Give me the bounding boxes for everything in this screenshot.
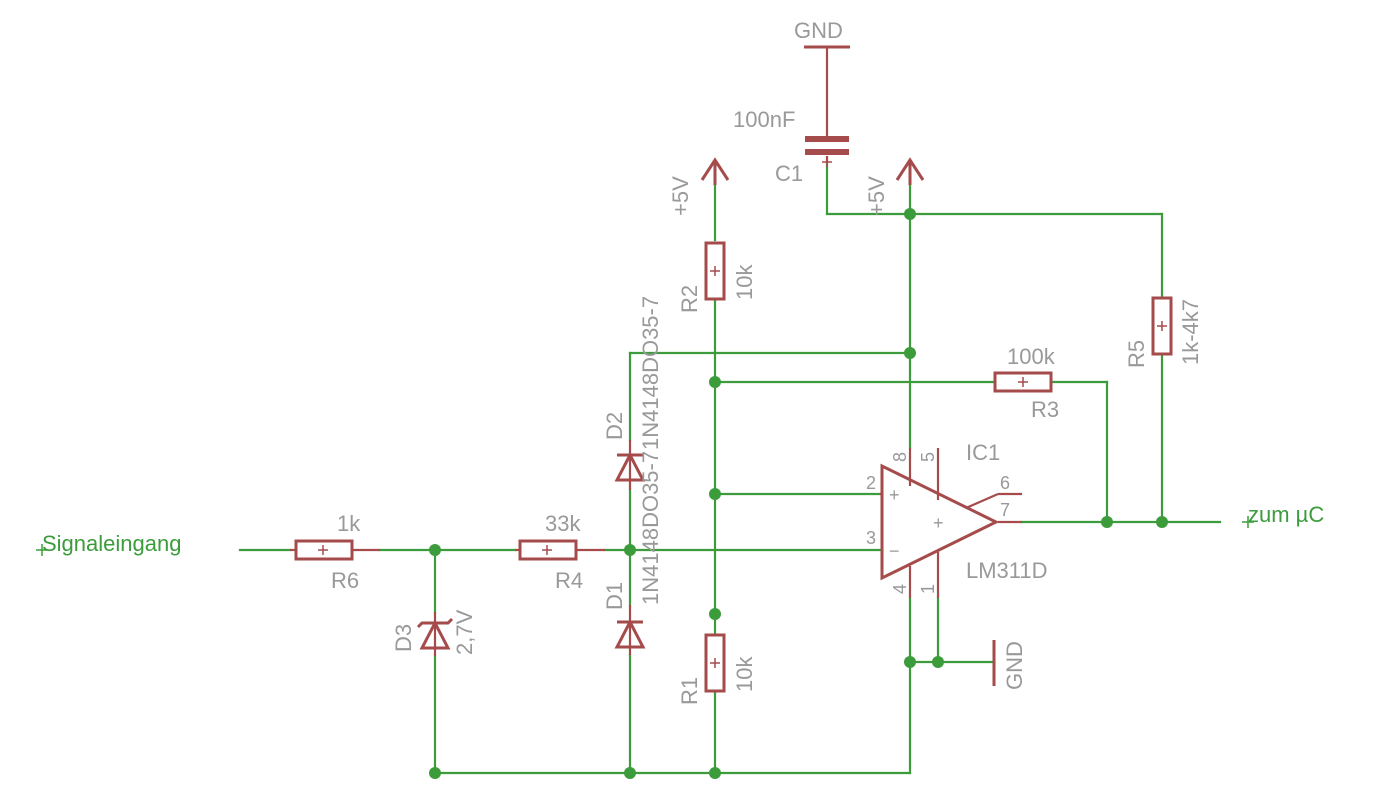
net-input: Signaleingang — [36, 531, 181, 556]
r1-value: 10k — [732, 656, 757, 692]
r2-name: R2 — [677, 285, 702, 313]
r5-name: R5 — [1124, 340, 1149, 368]
d1-value: 1N4148DO35-7 — [638, 451, 663, 605]
capacitor-plate — [805, 136, 849, 142]
diode-d2: D2 1N4148DO35-7 — [602, 296, 663, 490]
pin-number-8: 8 — [890, 452, 910, 462]
r6-value: 1k — [337, 511, 361, 536]
gnd-top: GND — [794, 18, 850, 76]
pin-number-3: 3 — [866, 528, 876, 548]
diode-body — [614, 618, 646, 649]
gnd-top-label: GND — [794, 18, 843, 43]
resistor-body — [294, 539, 354, 561]
comparator-ic1: + − + 2 3 8 5 4 1 6 7 IC1 LM311D — [866, 440, 1048, 598]
pin-6-lead — [965, 492, 999, 510]
junction-dot — [1156, 516, 1168, 528]
junction-dot — [709, 767, 721, 779]
r2-value: 10k — [732, 264, 757, 300]
resistor-r4: 33k R4 — [515, 511, 605, 593]
r3-value: 100k — [1007, 344, 1056, 369]
output-net-label: zum µC — [1248, 502, 1324, 527]
junction-dot — [709, 608, 721, 620]
noninverting-sign: + — [889, 485, 900, 505]
r6-name: R6 — [331, 568, 359, 593]
r5-value: 1k-4k7 — [1178, 299, 1203, 365]
resistor-body — [704, 633, 726, 693]
c1-value: 100nF — [733, 107, 795, 132]
d1-name: D1 — [602, 582, 627, 610]
pin-number-6: 6 — [1000, 473, 1010, 493]
junction-dot — [1101, 516, 1113, 528]
d2-name: D2 — [602, 412, 627, 440]
resistor-r3: 100k R3 — [993, 344, 1059, 422]
junction-dot — [429, 767, 441, 779]
junctions — [429, 208, 1168, 779]
ic1-name: IC1 — [966, 440, 1000, 465]
junction-dot — [624, 544, 636, 556]
inverting-sign: − — [889, 541, 900, 561]
resistor-body — [704, 241, 726, 301]
vcc-left: +5V — [668, 157, 730, 216]
junction-dot — [624, 767, 636, 779]
vcc-right: +5V — [864, 157, 925, 216]
pin-number-4: 4 — [890, 584, 910, 594]
junction-dot — [904, 656, 916, 668]
junction-dot — [904, 208, 916, 220]
vcc-right-label: +5V — [864, 176, 889, 216]
resistor-body — [518, 539, 578, 561]
pin-number-7: 7 — [1000, 500, 1010, 520]
r1-name: R1 — [677, 677, 702, 705]
pin-number-2: 2 — [866, 473, 876, 493]
net-output: zum µC — [1242, 502, 1324, 528]
junction-dot — [709, 488, 721, 500]
input-net-label: Signaleingang — [42, 531, 181, 556]
comparator-body — [880, 463, 1000, 581]
diode-body — [614, 451, 646, 482]
resistor-r2: R2 10k — [677, 241, 757, 313]
resistor-r1: R1 10k — [677, 633, 757, 705]
resistor-body — [1151, 296, 1173, 356]
body-sign: + — [933, 513, 944, 533]
capacitor-c1: 100nF C1 — [733, 76, 849, 186]
resistor-r5: R5 1k-4k7 — [1124, 296, 1203, 368]
pin-number-1: 1 — [918, 584, 938, 594]
ic1-value: LM311D — [966, 558, 1048, 583]
junction-dot — [932, 656, 944, 668]
gnd-right: GND — [992, 640, 1027, 690]
junction-dot — [709, 376, 721, 388]
c1-name: C1 — [775, 161, 803, 186]
vcc-left-label: +5V — [668, 176, 693, 216]
capacitor-plate — [805, 149, 849, 155]
r4-value: 33k — [545, 511, 581, 536]
diode-body — [419, 619, 451, 650]
zener-bar — [416, 617, 454, 629]
d3-name: D3 — [391, 624, 416, 652]
zener-d3: D3 2,7V — [391, 609, 477, 656]
r3-name: R3 — [1031, 397, 1059, 422]
junction-dot — [429, 544, 441, 556]
junction-dot — [904, 347, 916, 359]
pin-number-5: 5 — [918, 452, 938, 462]
wires — [238, 160, 1222, 775]
resistor-body — [993, 371, 1053, 393]
resistor-r6: 1k R6 — [290, 511, 380, 593]
diode-d1: D1 1N4148DO35-7 — [602, 451, 663, 655]
gnd-right-label: GND — [1002, 641, 1027, 690]
r4-name: R4 — [555, 568, 583, 593]
d3-value: 2,7V — [452, 609, 477, 655]
d2-value: 1N4148DO35-7 — [638, 296, 663, 450]
